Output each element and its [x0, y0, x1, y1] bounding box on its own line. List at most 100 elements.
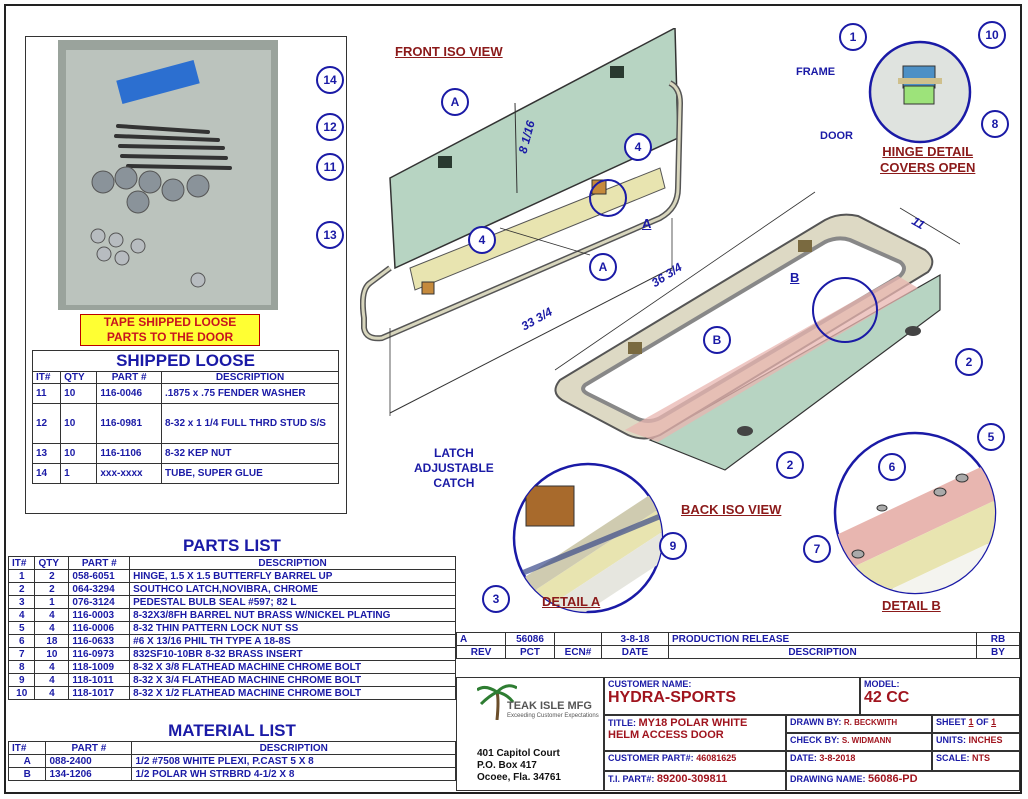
cell: 088-2400 — [45, 754, 133, 768]
revision-row: A 56086 3-8-18 PRODUCTION RELEASE RB — [456, 632, 1020, 646]
col-part: PART # — [68, 556, 131, 570]
drawn-by-label: DRAWN BY: — [790, 717, 842, 727]
detail-b-drawing — [833, 431, 997, 595]
detail-a-callout: A — [642, 216, 652, 231]
shipped-parts-photo-panel — [25, 36, 347, 514]
cell: 116-1106 — [96, 443, 162, 464]
detail-b-callout: B — [790, 270, 800, 285]
col-qty: QTY — [34, 556, 70, 570]
sheet-of-label: OF — [976, 717, 989, 727]
cell: 5 — [7, 621, 36, 635]
scale-value: NTS — [972, 753, 991, 763]
balloon-3-detail-a: 3 — [482, 585, 510, 613]
cell: B — [7, 767, 47, 781]
description-value: PRODUCTION RELEASE — [668, 632, 977, 646]
cell: 8-32 X 3/8 FLATHEAD MACHINE CHROME BOLT — [129, 660, 456, 674]
cell: 064-3294 — [68, 582, 131, 596]
date-cell: DATE: 3-8-2018 — [786, 751, 932, 771]
date-value: 3-8-2018 — [819, 753, 856, 763]
check-by-label: CHECK BY: — [790, 735, 840, 745]
address-line3: Ocoee, Fla. 34761 — [477, 772, 561, 783]
drawn-by-cell: DRAWN BY: R. BECKWITH — [786, 715, 932, 733]
cell: 116-0003 — [68, 608, 131, 622]
shipped-parts-photo — [58, 40, 278, 310]
col-rev: REV — [456, 645, 506, 659]
customer-part-cell: CUSTOMER PART#: 46081625 — [604, 751, 786, 771]
cell: 118-1017 — [68, 686, 131, 700]
hinge-detail-line1: HINGE DETAIL — [882, 144, 974, 159]
ecn-value — [554, 632, 602, 646]
front-iso-drawing — [360, 28, 684, 416]
balloon-7-detail-b: 7 — [803, 535, 831, 563]
address-line1: 401 Capitol Court — [477, 748, 560, 759]
units-value: INCHES — [968, 735, 1003, 745]
cell: 4 — [34, 608, 70, 622]
drawing-border — [4, 4, 1022, 794]
sheet-total: 1 — [991, 717, 997, 727]
balloon-10-hinge: 10 — [978, 21, 1006, 49]
cell: A — [7, 754, 47, 768]
sheet-cell: SHEET 1 OF 1 — [932, 715, 1020, 733]
drawing-name-cell: DRAWING NAME: 56086-PD — [786, 771, 1020, 791]
cell: 1 — [60, 463, 98, 484]
cell: 8-32 X 3/4 FLATHEAD MACHINE CHROME BOLT — [129, 673, 456, 687]
latch-label-line3: CATCH — [433, 476, 475, 490]
cell: 1 — [7, 569, 36, 583]
rev-value: A — [456, 632, 506, 646]
latch-label-line2: ADJUSTABLE — [414, 461, 494, 475]
cell: 10 — [60, 443, 98, 464]
col-qty: QTY — [60, 371, 98, 384]
cell: 118-1009 — [68, 660, 131, 674]
ti-part-value: 89200-309811 — [656, 773, 728, 785]
sheet-number: 1 — [968, 717, 974, 727]
balloon-a-front-bottom: A — [589, 253, 617, 281]
units-cell: UNITS: INCHES — [932, 733, 1020, 751]
by-value: RB — [976, 632, 1020, 646]
check-by-value: S. WIDMANN — [841, 736, 892, 745]
date-value: 3-8-18 — [601, 632, 669, 646]
check-by-cell: CHECK BY: S. WIDMANN — [786, 733, 932, 751]
cell: 7 — [7, 647, 36, 661]
cell: TUBE, SUPER GLUE — [161, 463, 339, 484]
detail-a-drawing — [512, 462, 664, 614]
scale-label: SCALE: — [936, 753, 970, 763]
drawing-name-label: DRAWING NAME: — [790, 774, 866, 784]
cell: 10 — [7, 686, 36, 700]
cell: 9 — [7, 673, 36, 687]
balloon-8-hinge: 8 — [981, 110, 1009, 138]
col-date: DATE — [601, 645, 669, 659]
cell: 8 — [7, 660, 36, 674]
cell: 832SF10-10BR 8-32 BRASS INSERT — [129, 647, 456, 661]
cell: 4 — [34, 621, 70, 635]
cell: .1875 x .75 FENDER WASHER — [161, 383, 339, 404]
balloon-2-back-bottom: 2 — [776, 451, 804, 479]
cell: 12 — [31, 403, 62, 444]
balloon-13: 13 — [316, 221, 344, 249]
balloon-12: 12 — [316, 113, 344, 141]
title-cell: TITLE: MY18 POLAR WHITE HELM ACCESS DOOR — [604, 715, 786, 751]
table-row: A 088-2400 1/2 #7508 WHITE PLEXI, P.CAST… — [7, 754, 456, 768]
balloon-11: 11 — [316, 153, 344, 181]
date-label: DATE: — [790, 753, 817, 763]
cell: 3 — [7, 595, 36, 609]
model-cell: MODEL: 42 CC — [860, 677, 1020, 715]
cell: 116-0006 — [68, 621, 131, 635]
title-line2: HELM ACCESS DOOR — [608, 729, 724, 741]
cell: 1/2 POLAR WH STRBRD 4-1/2 X 8 — [131, 767, 456, 781]
customer-name-cell: CUSTOMER NAME: HYDRA-SPORTS — [604, 677, 860, 715]
cell: 4 — [7, 608, 36, 622]
shipped-loose-table: SHIPPED LOOSE IT# QTY PART # DESCRIPTION… — [31, 350, 339, 484]
cell: 058-6051 — [68, 569, 131, 583]
cell: 14 — [31, 463, 62, 484]
cell: 8-32 x 1 1/4 FULL THRD STUD S/S — [161, 403, 339, 444]
title-line1: MY18 POLAR WHITE — [638, 717, 748, 729]
col-description: DESCRIPTION — [668, 645, 977, 659]
balloon-5-detail-b: 5 — [977, 423, 1005, 451]
cell: 8-32 KEP NUT — [161, 443, 339, 464]
cell: 8-32X3/8FH BARREL NUT BRASS W/NICKEL PLA… — [129, 608, 456, 622]
revision-table: A 56086 3-8-18 PRODUCTION RELEASE RB REV… — [456, 632, 1020, 659]
